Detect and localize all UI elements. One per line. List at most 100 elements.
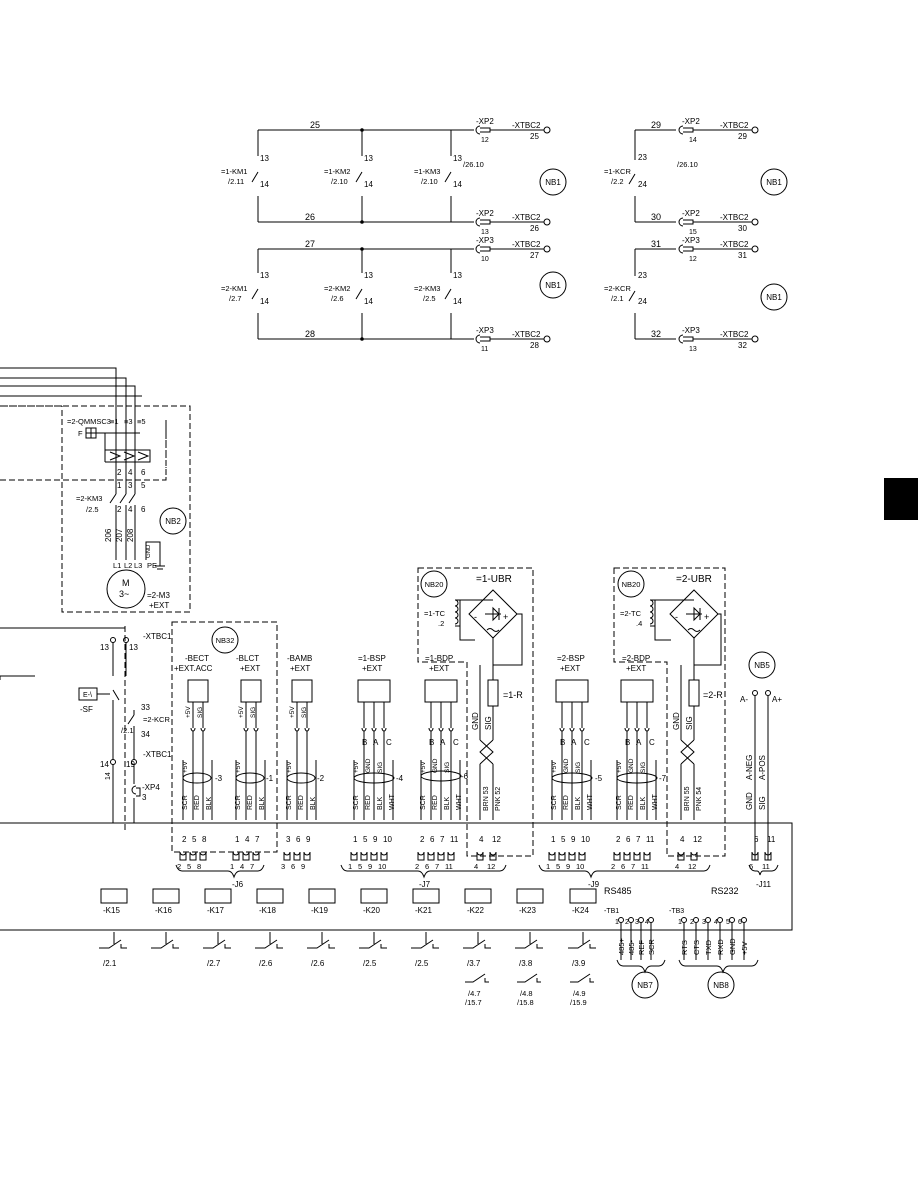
terminal-number: 2 bbox=[117, 505, 122, 514]
pin-socket bbox=[677, 851, 685, 861]
pin-socket bbox=[360, 851, 368, 861]
sensor-location: +EXT bbox=[290, 664, 310, 673]
pin-socket bbox=[199, 851, 207, 861]
pin-socket bbox=[437, 851, 445, 861]
pin-number: 7 bbox=[636, 835, 641, 844]
terminal-number: 14 bbox=[364, 180, 373, 189]
pin-letter: B bbox=[560, 738, 565, 747]
cable-number: -5 bbox=[595, 774, 603, 783]
pin-number: 5 bbox=[358, 862, 362, 871]
wire-label: 206 bbox=[104, 528, 113, 542]
pin-number: 9 bbox=[306, 835, 311, 844]
pin-number: 6 bbox=[291, 862, 295, 871]
pin-socket bbox=[548, 851, 556, 861]
contact-name: =1-KCR bbox=[604, 167, 631, 176]
wire-color: RED bbox=[563, 795, 570, 810]
wire-color: BLK bbox=[575, 796, 582, 810]
pin-number: 12 bbox=[693, 835, 702, 844]
terminal-signal: REF bbox=[637, 940, 646, 955]
wire-color: RED bbox=[194, 795, 201, 810]
resistor bbox=[487, 679, 499, 707]
motor-tag: =2-M3 bbox=[147, 591, 170, 600]
pin-number: 3 bbox=[281, 862, 285, 871]
pin-socket bbox=[179, 851, 187, 861]
contact-ref: /2.10 bbox=[331, 177, 348, 186]
relay-ref: /15.8 bbox=[517, 998, 534, 1007]
sensor-location: +EXT bbox=[560, 664, 580, 673]
wire-label: 29 bbox=[651, 120, 661, 130]
motor-ext: +EXT bbox=[149, 601, 169, 610]
pin-label: +5V bbox=[551, 761, 558, 773]
terminal-number: 24 bbox=[638, 297, 647, 306]
relay-row: -K15/2.1-K16-K17/2.7-K18/2.6-K19/2.6-K20… bbox=[99, 888, 597, 1007]
pin-number: 7 bbox=[440, 835, 445, 844]
terminal-pin: 28 bbox=[530, 341, 539, 350]
relay-coil bbox=[360, 888, 388, 904]
cable-number: -4 bbox=[396, 774, 404, 783]
pin-number: 10 bbox=[378, 862, 386, 871]
relay-ref: /2.1 bbox=[103, 959, 117, 968]
pin-socket bbox=[303, 851, 311, 861]
terminal-block-label: -TB1 bbox=[604, 908, 619, 915]
wire-color: BRN 55 bbox=[684, 786, 691, 811]
switch-label: -SF bbox=[80, 705, 93, 714]
wire-label: 30 bbox=[651, 212, 661, 222]
motor-terminal: L3 bbox=[134, 561, 142, 570]
note-badge-label: NB7 bbox=[637, 981, 653, 990]
pin-label: +5V bbox=[185, 706, 192, 718]
terminal-number: 4 bbox=[128, 468, 133, 477]
terminal-number: 1 bbox=[117, 481, 122, 490]
pin-number: 6 bbox=[425, 862, 429, 871]
connector-pin: 15 bbox=[689, 229, 697, 236]
terminal-number: 13 bbox=[364, 271, 373, 280]
terminal-block-label: -TB3 bbox=[669, 908, 684, 915]
note-badge bbox=[539, 271, 567, 299]
pin-number: 2 bbox=[616, 835, 621, 844]
pin-label: +5V bbox=[286, 761, 293, 773]
relay-contact bbox=[99, 932, 127, 949]
terminal-pin: 27 bbox=[530, 251, 539, 260]
relay-ref: /2.5 bbox=[415, 959, 429, 968]
contact-label: =2-KCR bbox=[143, 715, 170, 724]
terminal-signal: 485+ bbox=[617, 937, 626, 955]
terminal-number: 13 bbox=[364, 154, 373, 163]
motor-terminal: L1 bbox=[113, 561, 121, 570]
relay-coil bbox=[412, 888, 440, 904]
relay-contact bbox=[517, 973, 541, 983]
contact-ref: /2.2 bbox=[611, 177, 624, 186]
terminal-number: 13 bbox=[260, 154, 269, 163]
terminal-signal: 485- bbox=[627, 939, 636, 955]
cable-number: -3 bbox=[215, 774, 223, 783]
relay-coil bbox=[464, 888, 492, 904]
terminal-number: 6 bbox=[141, 468, 146, 477]
cable-shield bbox=[353, 772, 395, 784]
terminal-number: 2 bbox=[690, 919, 694, 926]
circuit-contactors-2: 27 28 13 14 13 14 13 14 =2-KM1 /2.7 =2-K… bbox=[221, 236, 567, 353]
terminal-label: A- bbox=[740, 695, 748, 704]
pin-number: 11 bbox=[641, 862, 649, 871]
pin-letter: A bbox=[571, 738, 577, 747]
note-badge-label: NB20 bbox=[622, 580, 641, 589]
terminal-label: -XTBC2 bbox=[512, 330, 541, 339]
connector-label: -XP4 bbox=[142, 783, 160, 792]
terminal-signal: RTS bbox=[680, 940, 689, 955]
pin-label: SIG bbox=[301, 707, 308, 718]
pin-letter: B bbox=[625, 738, 630, 747]
connector-pin: 10 bbox=[481, 256, 489, 263]
terminal-pin: 26 bbox=[530, 224, 539, 233]
pin-label: GND bbox=[563, 758, 570, 773]
relay-label: -K16 bbox=[155, 906, 172, 915]
pin-socket bbox=[489, 851, 497, 861]
relay-contact bbox=[570, 973, 594, 983]
pin-label: SIG bbox=[575, 762, 582, 773]
plus-sign: + bbox=[704, 612, 709, 622]
pin-number: 11 bbox=[450, 835, 459, 844]
pin-number: 1 bbox=[348, 862, 352, 871]
contact-name: =1-KM1 bbox=[221, 167, 247, 176]
wire-label: A-POS bbox=[758, 755, 767, 780]
pin-socket bbox=[370, 851, 378, 861]
cable-shield bbox=[286, 772, 316, 784]
terminal-number: 6 bbox=[141, 505, 146, 514]
sensor-name: =1-BSP bbox=[358, 654, 386, 663]
sensor-box bbox=[424, 679, 458, 703]
